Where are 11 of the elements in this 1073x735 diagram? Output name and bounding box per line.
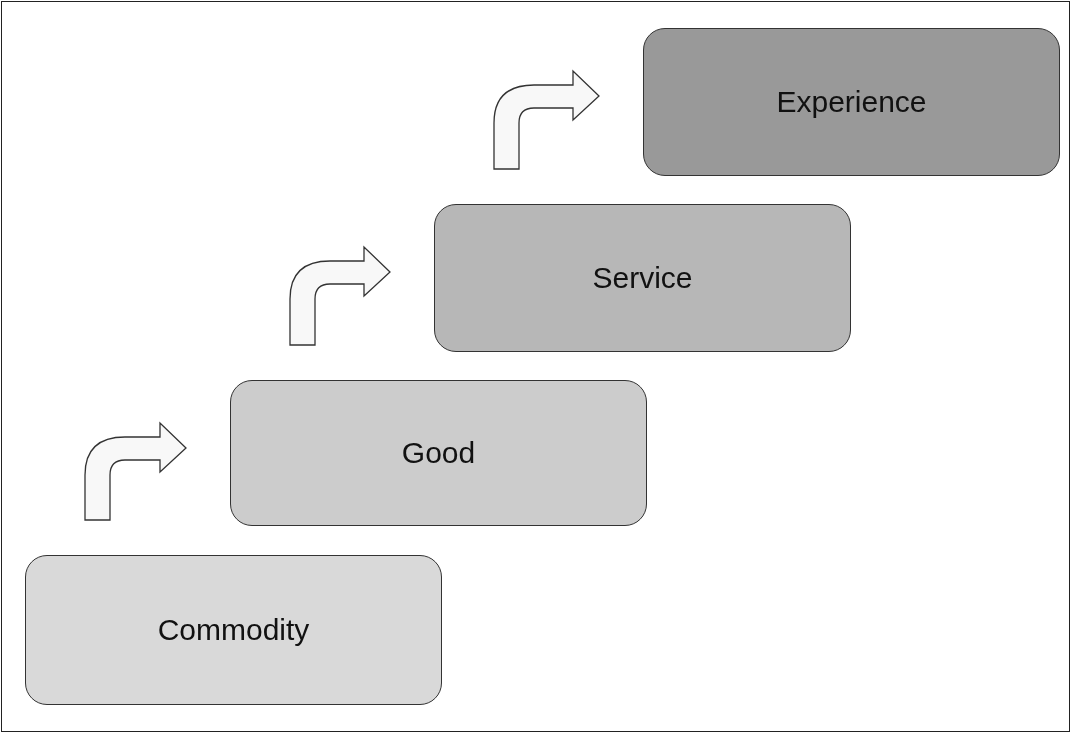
stage-box bbox=[25, 555, 442, 705]
bent-arrow bbox=[289, 246, 391, 346]
stage-label: Commodity bbox=[157, 613, 310, 647]
bent-arrow bbox=[493, 70, 600, 170]
stage-box bbox=[230, 380, 647, 526]
stage-label: Good bbox=[401, 436, 476, 470]
stage-box bbox=[643, 28, 1060, 176]
bent-arrow bbox=[84, 422, 187, 521]
stage-label: Experience bbox=[776, 85, 927, 119]
stage-label: Service bbox=[592, 261, 693, 295]
stage-box bbox=[434, 204, 851, 352]
